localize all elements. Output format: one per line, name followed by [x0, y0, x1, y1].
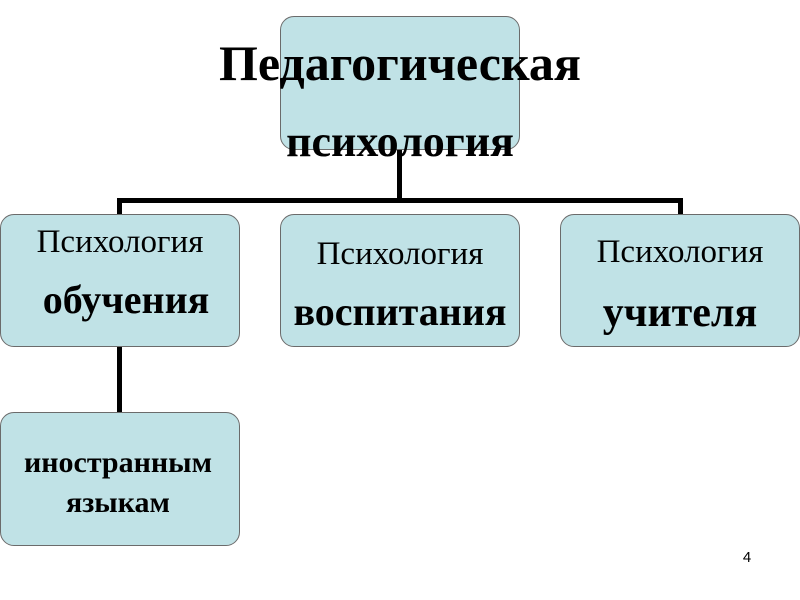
grandchild-label-line1: иностранным	[23, 446, 213, 479]
page-number: 4	[742, 549, 752, 566]
root-node-box	[280, 16, 520, 150]
child-node-box-learning	[0, 214, 240, 347]
grandchild-node-box	[0, 412, 240, 546]
connector-right-drop	[678, 198, 683, 214]
connector-horizontal-bar	[117, 198, 683, 203]
child-label-line2-learning: обучения	[42, 277, 210, 322]
connector-to-grandchild	[117, 346, 122, 412]
child-node-box-upbringing	[280, 214, 520, 347]
child-label-line1-upbringing: Психология	[316, 236, 484, 272]
child-label-line2-upbringing: воспитания	[293, 289, 507, 334]
root-title-line1: Педагогическая	[219, 35, 581, 91]
child-node-box-teacher	[560, 214, 800, 347]
grandchild-label-line2: языкам	[66, 486, 170, 519]
root-title-line2: психология	[286, 117, 514, 166]
connector-root-stem	[397, 150, 402, 202]
child-label-line2-teacher: учителя	[602, 290, 758, 336]
child-label-line1-learning: Психология	[36, 224, 204, 260]
connector-left-drop	[117, 198, 122, 214]
child-label-line1-teacher: Психология	[596, 234, 764, 270]
